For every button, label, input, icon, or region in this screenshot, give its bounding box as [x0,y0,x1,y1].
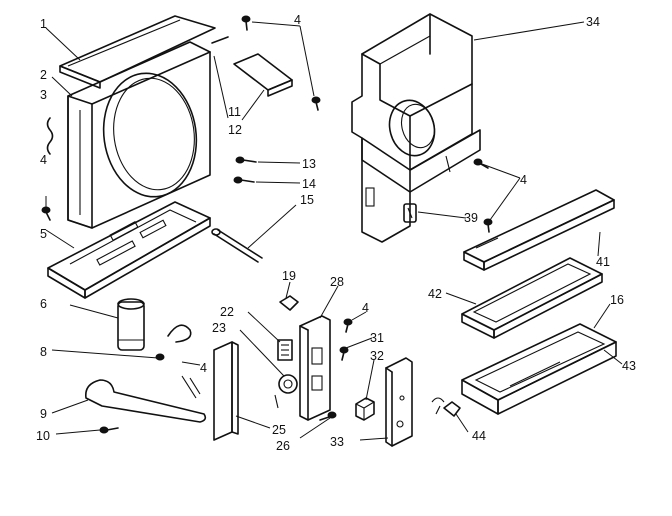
callout-10: 10 [36,429,50,443]
part-8-clip [155,324,192,361]
part-23-thermostat [274,374,298,409]
callout-43: 43 [622,359,636,373]
callout-22: 22 [220,305,234,319]
part-28-control-bracket [299,315,331,421]
part-5-base-pan [47,201,211,299]
part-19-knob [279,295,299,311]
callout-3: 3 [40,88,47,102]
part-44-connector [431,397,461,417]
callout-23: 23 [212,321,226,335]
part-4-screw-right [473,158,493,233]
callout-4: 4 [362,301,369,315]
callout-4: 4 [40,153,47,167]
part-15-rod [211,228,263,263]
callout-14: 14 [302,177,316,191]
callout-41: 41 [596,255,610,269]
callout-16: 16 [610,293,624,307]
callout-44: 44 [472,429,486,443]
callout-4: 4 [200,361,207,375]
callout-4: 4 [294,13,301,27]
callout-42: 42 [428,287,442,301]
part-42-frame [461,257,603,339]
part-12-bracket [211,15,321,111]
part-13-screw [235,156,257,164]
callout-25: 25 [272,423,286,437]
part-2-front-frame [67,41,211,229]
part-34-chassis [351,13,481,243]
callout-15: 15 [300,193,314,207]
part-32-block [355,397,375,421]
callout-26: 26 [276,439,290,453]
part-31-screw [339,346,349,361]
callout-4: 4 [520,173,527,187]
callout-19: 19 [282,269,296,283]
part-43-drain-pan [461,323,617,415]
part-41-cover-plate [463,189,615,271]
part-22-switch [277,339,293,361]
part-3-spring-clip [46,117,54,155]
callout-31: 31 [370,331,384,345]
part-39-clip [403,203,417,223]
part-9-sensor [84,375,207,423]
part-4-screw-left [41,206,51,221]
part-33-plate [385,357,413,447]
callout-39: 39 [464,211,478,225]
leader-lines [45,21,623,441]
callout-13: 13 [302,157,316,171]
part-1-top-strip [59,15,216,89]
callout-32: 32 [370,349,384,363]
callout-9: 9 [40,407,47,421]
callout-8: 8 [40,345,47,359]
part-4-screw-center [343,318,353,333]
callout-labels: 1 2 3 4 5 4 11 12 13 14 15 6 8 4 9 10 19… [36,13,636,453]
callout-5: 5 [40,227,47,241]
callout-2: 2 [40,68,47,82]
part-10-screw [99,426,119,434]
part-6-capacitor [117,298,145,351]
callout-12: 12 [228,123,242,137]
part-26-screw [319,411,337,421]
callout-33: 33 [330,435,344,449]
callout-28: 28 [330,275,344,289]
part-14-screw [233,176,255,184]
callout-34: 34 [586,15,600,29]
callout-6: 6 [40,297,47,311]
callout-1: 1 [40,17,47,31]
part-25-panel [213,341,239,441]
callout-11: 11 [228,105,241,119]
